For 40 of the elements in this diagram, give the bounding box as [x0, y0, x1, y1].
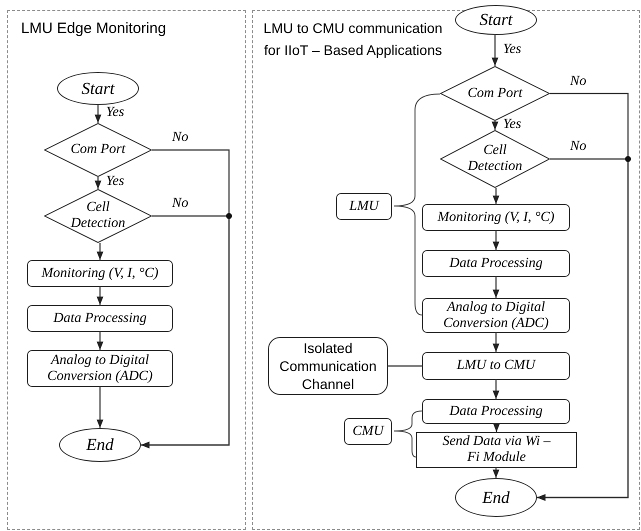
terminal-ellipse: End — [59, 428, 141, 462]
process-box: Monitoring (V, I, °C) — [27, 260, 173, 287]
terminal-ellipse: End — [455, 478, 537, 517]
process-box: LMU to CMU — [422, 352, 570, 380]
terminal-ellipse: Start — [455, 5, 537, 35]
dashed-panel — [7, 10, 246, 530]
decision-diamond: Cell Detection — [44, 189, 152, 243]
group-label-box: LMU — [336, 193, 392, 220]
decision-diamond: Cell Detection — [440, 130, 550, 188]
arrow — [493, 424, 500, 432]
arrow — [492, 188, 500, 204]
arrow — [492, 333, 500, 352]
process-box: Analog to Digital Conversion (ADC) — [422, 298, 570, 333]
connector-line — [388, 365, 422, 367]
process-box: Send Data via Wi – Fi Module — [416, 432, 577, 468]
panel-heading: LMU Edge Monitoring — [21, 19, 166, 39]
arrow — [96, 287, 104, 305]
arrow — [492, 380, 500, 399]
arrow — [96, 387, 104, 428]
arrow — [537, 158, 629, 501]
note-box: Isolated Communication Channel — [268, 337, 388, 395]
arrow — [492, 121, 498, 130]
arrow — [492, 35, 498, 66]
arrow — [141, 215, 230, 448]
arrow — [94, 105, 102, 123]
group-label-box: CMU — [344, 418, 392, 445]
process-box: Monitoring (V, I, °C) — [422, 204, 570, 231]
panel-heading: LMU to CMU communication for IIoT – Based Applications — [262, 19, 444, 60]
arrow — [96, 332, 104, 350]
process-box: Data Processing — [422, 250, 570, 277]
process-box: Data Processing — [27, 305, 173, 332]
process-box: Analog to Digital Conversion (ADC) — [27, 350, 173, 387]
arrow — [492, 277, 500, 298]
arrow — [492, 468, 500, 478]
arrow — [96, 243, 104, 260]
terminal-ellipse: Start — [57, 72, 139, 105]
arrow — [492, 231, 500, 250]
arrow — [94, 177, 102, 189]
decision-diamond: Com Port — [44, 123, 152, 177]
process-box: Data Processing — [422, 399, 570, 424]
